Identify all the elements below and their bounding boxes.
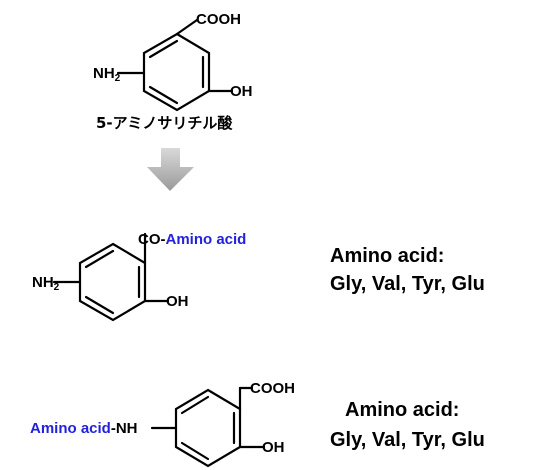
structure-amine-derivative: COOH OH Amino acid-NH Amino acid: Gly, V… xyxy=(30,380,485,468)
amino-acid-note-title: Amino acid: xyxy=(345,399,459,421)
benzene-ring xyxy=(78,242,147,322)
amino-acid-note-list: Gly, Val, Tyr, Glu xyxy=(330,273,485,295)
oh-group-label: OH xyxy=(230,83,253,100)
benzene-ring xyxy=(142,32,211,112)
cooh-group-label: COOH xyxy=(250,380,295,397)
oh-group-label: OH xyxy=(262,439,285,456)
amide-group-label: CO-Amino acid xyxy=(138,231,246,248)
oh-group-label: OH xyxy=(166,293,189,310)
bond-ring-to-cooh xyxy=(175,18,199,36)
down-arrow-icon xyxy=(147,148,194,191)
amino-acid-note-list: Gly, Val, Tyr, Glu xyxy=(330,429,485,451)
benzene-ring xyxy=(174,388,242,468)
structure-5-aminosalicylic-acid: COOH OH NH2 5-アミノサリチル酸 xyxy=(93,11,253,132)
compound-name-caption: 5-アミノサリチル酸 xyxy=(96,114,233,132)
nh2-group-label: NH2 xyxy=(93,65,121,84)
structure-amide-derivative: CO-Amino acid OH NH2 Amino acid: Gly, Va… xyxy=(32,231,485,322)
amino-acid-note-title: Amino acid: xyxy=(330,245,444,267)
nh2-group-label: NH2 xyxy=(32,274,60,293)
amine-group-label: Amino acid-NH xyxy=(30,420,138,437)
cooh-group-label: COOH xyxy=(196,11,241,28)
